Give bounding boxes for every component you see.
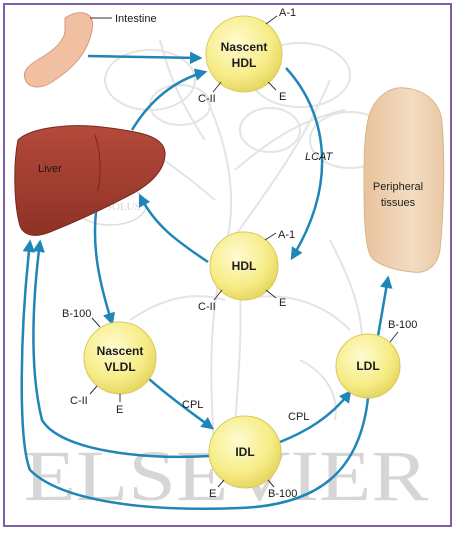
ldl-apo-b100: B-100 bbox=[388, 319, 417, 331]
hdl-apo-e: E bbox=[279, 297, 286, 309]
nascent-hdl-particle: Nascent HDL A-1 C-II E bbox=[198, 7, 296, 105]
peripheral-tissues: Peripheral tissues bbox=[363, 87, 445, 273]
nascent-hdl-apo-a1: A-1 bbox=[279, 7, 296, 19]
nascent-vldl-particle: Nascent VLDL B-100 C-II E bbox=[62, 308, 157, 416]
arrow-liver-to-nascent-vldl bbox=[93, 211, 115, 326]
intestine-label: Intestine bbox=[115, 13, 157, 25]
cpl-idl-label: CPL bbox=[288, 411, 309, 423]
hdl-particle: HDL A-1 C-II E bbox=[198, 229, 295, 313]
hdl-apo-a1: A-1 bbox=[278, 229, 295, 241]
nascent-vldl-apo-b100: B-100 bbox=[62, 308, 91, 320]
liver-label: Liver bbox=[38, 163, 62, 175]
nascent-vldl-apo-e: E bbox=[116, 404, 123, 416]
arrow-ldl-to-liver bbox=[20, 239, 370, 510]
idl-label: IDL bbox=[235, 445, 254, 459]
idl-apo-e: E bbox=[209, 488, 216, 500]
arrow-nascent-hdl-to-hdl-lcat bbox=[285, 67, 324, 261]
hdl-apo-c2: C-II bbox=[198, 301, 216, 313]
idl-apo-b100: B-100 bbox=[268, 488, 297, 500]
intestine: Intestine bbox=[23, 12, 157, 88]
cpl-vldl-label: CPL bbox=[182, 399, 203, 411]
lcat-label: LCAT bbox=[305, 151, 334, 163]
idl-particle: IDL E B-100 bbox=[208, 415, 297, 500]
peripheral-label-line1: Peripheral bbox=[373, 181, 423, 193]
nascent-hdl-apo-c2: C-II bbox=[198, 93, 216, 105]
arrow-ldl-to-peripheral bbox=[376, 275, 393, 337]
arrow-idl-to-ldl bbox=[279, 390, 352, 444]
arrow-liver-to-nascent-hdl bbox=[130, 68, 208, 131]
liver: Liver bbox=[14, 125, 166, 236]
peripheral-label-line2: tissues bbox=[381, 197, 416, 209]
nascent-vldl-apo-c2: C-II bbox=[70, 395, 88, 407]
hdl-label: HDL bbox=[232, 259, 257, 273]
nascent-hdl-apo-e: E bbox=[279, 91, 286, 103]
arrow-intestine-to-nascent-hdl bbox=[87, 51, 203, 65]
pathway-arrows bbox=[20, 51, 393, 510]
ldl-label: LDL bbox=[356, 359, 379, 373]
nascent-hdl-label-line1: Nascent bbox=[221, 40, 268, 54]
ldl-particle: LDL B-100 bbox=[335, 319, 417, 399]
nascent-vldl-label-line1: Nascent bbox=[97, 344, 144, 358]
arrow-idl-to-liver bbox=[32, 239, 211, 459]
arrow-vldl-to-idl bbox=[147, 377, 214, 430]
nascent-hdl-label-line2: HDL bbox=[232, 56, 257, 70]
arrow-hdl-to-liver bbox=[138, 193, 209, 264]
nascent-vldl-label-line2: VLDL bbox=[104, 360, 135, 374]
